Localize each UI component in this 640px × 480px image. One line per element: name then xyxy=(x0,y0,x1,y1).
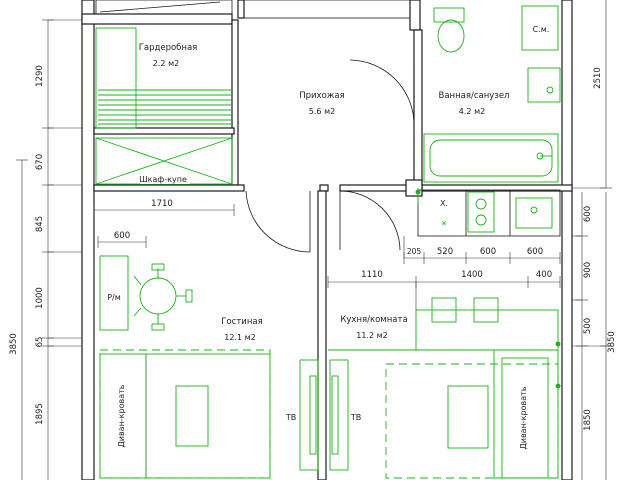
dim-left-4: 65 xyxy=(35,337,45,348)
stove-icon xyxy=(467,191,495,233)
bath-door-swing xyxy=(349,59,415,123)
living-name: Гостиная xyxy=(221,317,262,327)
socket-marker-2 xyxy=(555,341,561,347)
dim-kitchen-row-1: 1400 xyxy=(461,270,483,280)
wardrobe-shelves xyxy=(98,89,232,125)
closet-label: Шкаф-купе xyxy=(139,175,187,184)
interior-walls xyxy=(93,19,573,480)
exterior-walls xyxy=(81,0,573,480)
wardrobe-name: Гардеробная xyxy=(139,43,198,53)
bath-name: Ванная/санузел xyxy=(439,91,510,101)
dimensions-right: 2510 600 900 500 1850 3850 xyxy=(572,0,617,480)
bath-room: С.м. Ванная/санузел 4.2 м2 xyxy=(423,5,561,183)
dim-left-0: 1290 xyxy=(35,65,45,87)
dim-left-3: 1000 xyxy=(35,287,45,309)
dim-kitchen-top-3: 600 xyxy=(527,247,543,257)
dim-kitchen-row-0: 1110 xyxy=(361,270,383,280)
top-cabinets xyxy=(95,0,411,19)
hall-name: Прихожая xyxy=(299,91,345,101)
fridge-star: ✳ xyxy=(441,219,448,228)
tv-stand-left xyxy=(299,359,319,471)
dim-left-2: 845 xyxy=(35,216,45,232)
dim-right-inner-1: 900 xyxy=(583,262,593,278)
washer-icon xyxy=(521,5,559,51)
doors xyxy=(245,190,401,253)
desk xyxy=(99,255,129,331)
kitchen-sink-icon xyxy=(515,197,553,229)
desk-label: Р/м xyxy=(107,293,121,302)
dim-kitchen-row-2: 400 xyxy=(536,270,552,280)
dimensions-horizontal: 1710 600 205 520 600 600 1110 1400 400 xyxy=(93,199,561,310)
office-chair-icon xyxy=(133,263,193,331)
dim-kitchen-top-1: 520 xyxy=(437,247,453,257)
dimensions-left: 1290 670 845 1000 65 1895 3850 xyxy=(9,19,82,480)
bathtub-icon xyxy=(423,133,559,183)
dim-right-inner-2: 500 xyxy=(583,318,593,334)
wardrobe-area: 2.2 м2 xyxy=(153,59,179,68)
fridge-label: Х. xyxy=(440,199,448,208)
kitchen-counter: Х. ✳ xyxy=(415,188,561,237)
kitchen-name: Кухня/комната xyxy=(340,315,407,325)
dim-left-5: 1895 xyxy=(35,403,45,425)
sink-icon xyxy=(527,67,561,103)
socket-marker xyxy=(415,189,421,195)
dim-left-1: 670 xyxy=(35,154,45,170)
tv-right-label: ТВ xyxy=(350,413,361,422)
kitchen-room: Кухня/комната 11.2 м2 ТВ Диван-кровать xyxy=(328,297,561,479)
wardrobe-room: Гардеробная 2.2 м2 xyxy=(95,27,232,129)
dim-kitchen-top-0: 205 xyxy=(407,247,422,256)
kitchen-rug xyxy=(385,363,559,479)
dim-desk-width: 600 xyxy=(114,231,130,241)
dim-right-inner-3: 1850 xyxy=(583,409,593,431)
toilet-icon xyxy=(433,7,465,53)
closet: Шкаф-купе xyxy=(95,137,233,185)
hall-room: Прихожая 5.6 м2 xyxy=(299,59,415,123)
bath-area: 4.2 м2 xyxy=(459,107,485,116)
dim-right-top: 2510 xyxy=(593,67,603,89)
sofa-right-label: Диван-кровать xyxy=(519,386,528,449)
tv-left-label: ТВ xyxy=(285,413,296,422)
dining-table xyxy=(415,297,559,351)
dim-right-inner-0: 600 xyxy=(583,206,593,222)
living-room: Р/м Гостиная 12.1 м2 Диван-кровать ТВ xyxy=(99,255,319,479)
kitchen-area: 11.2 м2 xyxy=(356,331,387,340)
washer-label: С.м. xyxy=(533,25,550,34)
dim-kitchen-top-2: 600 xyxy=(480,247,496,257)
tv-stand-right xyxy=(329,359,349,471)
dim-closet-width: 1710 xyxy=(151,199,173,209)
sofa-left-label: Диван-кровать xyxy=(117,384,126,447)
dim-left-total: 3850 xyxy=(9,333,19,355)
dim-right-total: 3850 xyxy=(607,331,617,353)
living-area: 12.1 м2 xyxy=(224,333,255,342)
hall-area: 5.6 м2 xyxy=(309,107,335,116)
